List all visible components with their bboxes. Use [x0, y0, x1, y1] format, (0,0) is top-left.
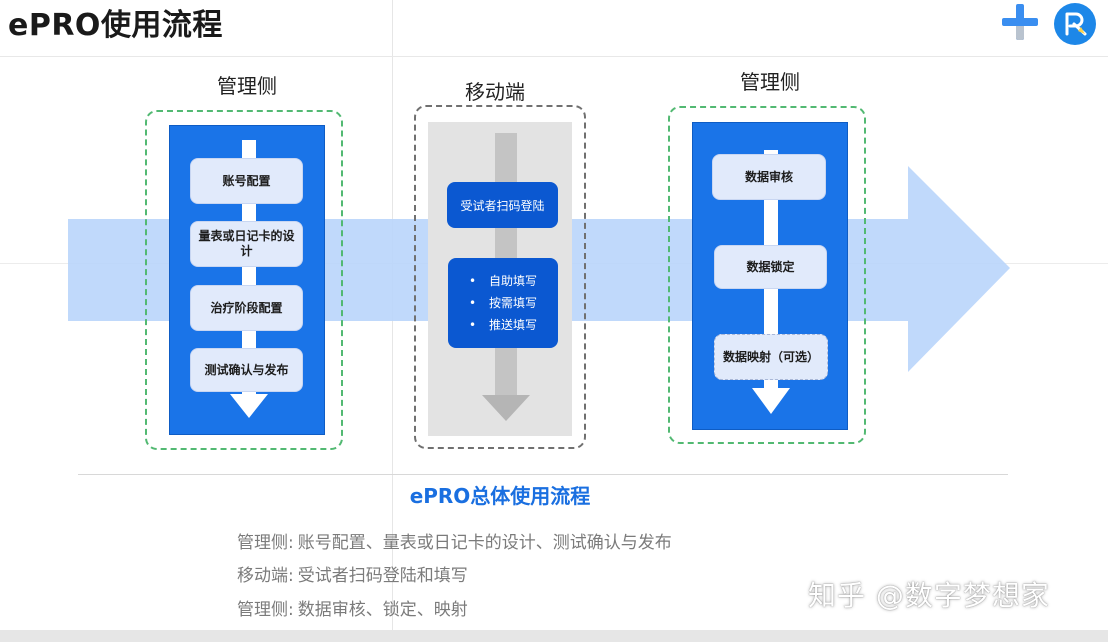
brand-logo-icon[interactable]	[1054, 3, 1096, 45]
page-title: ePRO使用流程	[8, 8, 223, 43]
summary-label: 管理侧:	[237, 600, 294, 620]
summary-label: 管理侧:	[237, 533, 294, 553]
fill-method-item: •推送填写	[468, 318, 537, 332]
step-treatment-stage-config: 治疗阶段配置	[190, 285, 303, 331]
diagram-subtitle: ePRO总体使用流程	[409, 484, 591, 508]
step-subject-scan-login: 受试者扫码登陆	[447, 182, 558, 228]
summary-line-admin-review: 管理侧:数据审核、锁定、映射	[237, 595, 468, 620]
fill-method-item: •自助填写	[468, 274, 537, 288]
step-data-mapping-optional: 数据映射（可选）	[714, 334, 828, 380]
mobile-fill-methods: •自助填写 •按需填写 •推送填写	[448, 258, 558, 348]
summary-text: 数据审核、锁定、映射	[297, 600, 468, 620]
guide-line-top	[0, 56, 1108, 57]
watermark: 知乎 @数字梦想家	[808, 579, 1050, 612]
summary-text: 账号配置、量表或日记卡的设计、测试确认与发布	[297, 533, 672, 553]
bottom-bar	[0, 630, 1108, 642]
step-data-lock: 数据锁定	[714, 245, 827, 289]
divider	[78, 474, 1008, 475]
mobile-group	[414, 105, 586, 449]
admin-left-group	[145, 110, 343, 450]
summary-line-admin-setup: 管理侧:账号配置、量表或日记卡的设计、测试确认与发布	[237, 528, 672, 553]
fill-method-item: •按需填写	[468, 296, 537, 310]
admin-right-group	[668, 106, 866, 444]
plus-icon[interactable]	[1002, 4, 1038, 40]
step-account-config: 账号配置	[190, 158, 303, 204]
summary-line-mobile: 移动端:受试者扫码登陆和填写	[237, 561, 468, 586]
summary-label: 移动端:	[237, 566, 294, 586]
summary-text: 受试者扫码登陆和填写	[297, 566, 468, 586]
step-data-review: 数据审核	[712, 154, 826, 200]
section-title-admin-left: 管理侧	[217, 74, 277, 98]
step-scale-diary-design: 量表或日记卡的设计	[190, 221, 303, 267]
step-test-confirm-publish: 测试确认与发布	[190, 348, 303, 392]
section-title-mobile: 移动端	[465, 80, 525, 104]
section-title-admin-right: 管理侧	[740, 70, 800, 94]
